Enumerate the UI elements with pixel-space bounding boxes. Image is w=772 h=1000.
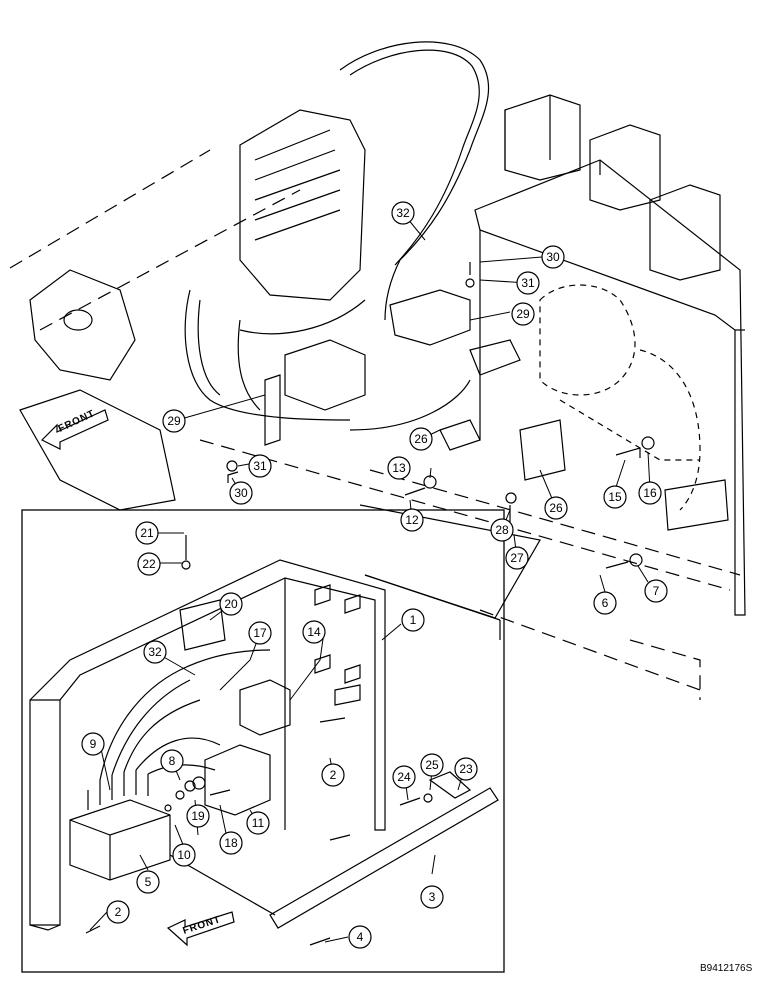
- callout-label: 32: [396, 206, 410, 220]
- callout-29: 29: [511, 302, 535, 326]
- callout-5: 5: [136, 870, 160, 894]
- callout-label: 13: [392, 461, 406, 475]
- callout-label: 28: [495, 523, 509, 537]
- callout-label: 7: [653, 584, 660, 598]
- callout-label: 3: [429, 890, 436, 904]
- callout-28: 28: [490, 518, 514, 542]
- callout-1: 1: [401, 608, 425, 632]
- callout-16: 16: [638, 481, 662, 505]
- callout-label: 8: [169, 754, 176, 768]
- callout-label: 32: [148, 645, 162, 659]
- front-label-upper: FRONT: [57, 408, 97, 435]
- callout-label: 10: [177, 848, 191, 862]
- callout-label: 24: [397, 770, 411, 784]
- callout-23: 23: [454, 757, 478, 781]
- callout-label: 6: [602, 596, 609, 610]
- callout-19: 19: [186, 804, 210, 828]
- callout-21: 21: [135, 521, 159, 545]
- callout-2: 2: [321, 763, 345, 787]
- callout-label: 26: [414, 432, 428, 446]
- callout-label: 2: [330, 768, 337, 782]
- callout-6: 6: [593, 591, 617, 615]
- callout-24: 24: [392, 765, 416, 789]
- callout-31: 31: [248, 454, 272, 478]
- callout-label: 23: [459, 762, 473, 776]
- callout-label: 31: [521, 276, 535, 290]
- callout-label: 27: [510, 551, 524, 565]
- callout-label: 5: [145, 875, 152, 889]
- callout-26: 26: [409, 427, 433, 451]
- callout-10: 10: [172, 843, 196, 867]
- callout-label: 16: [643, 486, 657, 500]
- inset-panel-assembly: [29, 535, 501, 946]
- callout-11: 11: [246, 811, 270, 835]
- callout-label: 9: [90, 737, 97, 751]
- callout-18: 18: [219, 831, 243, 855]
- callout-29: 29: [162, 409, 186, 433]
- callout-label: 12: [405, 513, 419, 527]
- callout-label: 14: [307, 625, 321, 639]
- callout-label: 1: [410, 613, 417, 627]
- inset-detail-box: [21, 509, 505, 973]
- callout-12: 12: [400, 508, 424, 532]
- callout-label: 31: [253, 459, 267, 473]
- callout-label: 29: [516, 307, 530, 321]
- callout-31: 31: [516, 271, 540, 295]
- callout-7: 7: [644, 579, 668, 603]
- callout-26: 26: [544, 496, 568, 520]
- callout-25: 25: [420, 753, 444, 777]
- leader-lines: [89, 212, 651, 943]
- callout-30: 30: [541, 245, 565, 269]
- callout-label: 25: [425, 758, 439, 772]
- callout-label: 22: [142, 557, 156, 571]
- machine-background-frame: [9, 41, 746, 700]
- callout-30: 30: [229, 481, 253, 505]
- callout-13: 13: [387, 456, 411, 480]
- callout-2: 2: [106, 900, 130, 924]
- callout-9: 9: [81, 732, 105, 756]
- callout-32: 32: [391, 201, 415, 225]
- callout-label: 29: [167, 414, 181, 428]
- callout-8: 8: [160, 749, 184, 773]
- callout-15: 15: [603, 485, 627, 509]
- callout-label: 4: [357, 930, 364, 944]
- callout-label: 20: [224, 597, 238, 611]
- callout-22: 22: [137, 552, 161, 576]
- callout-label: 18: [224, 836, 238, 850]
- callout-32: 32: [143, 640, 167, 664]
- front-arrow-inset: FRONT: [166, 911, 235, 947]
- callout-label: 19: [191, 809, 205, 823]
- callout-27: 27: [505, 546, 529, 570]
- callout-label: 30: [234, 486, 248, 500]
- callout-17: 17: [248, 621, 272, 645]
- callout-20: 20: [219, 592, 243, 616]
- callout-label: 26: [549, 501, 563, 515]
- callout-label: 30: [546, 250, 560, 264]
- callout-4: 4: [348, 925, 372, 949]
- figure-code: B9412176S: [700, 963, 753, 974]
- callout-3: 3: [420, 885, 444, 909]
- callout-label: 2: [115, 905, 122, 919]
- callout-label: 11: [252, 816, 265, 830]
- callout-14: 14: [302, 620, 326, 644]
- callout-label: 21: [140, 526, 154, 540]
- callout-label: 17: [253, 626, 267, 640]
- front-arrow-upper: FRONT: [40, 408, 109, 450]
- callout-label: 15: [608, 490, 622, 504]
